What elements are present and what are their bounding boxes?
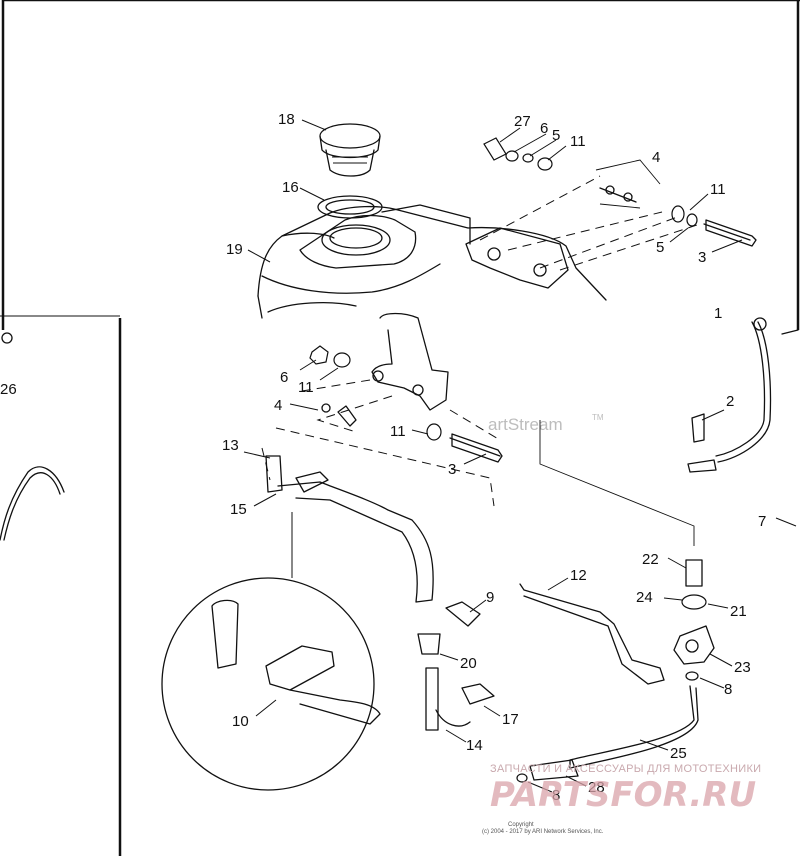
partial-cable-left — [0, 332, 65, 541]
svg-text:artStream: artStream — [488, 415, 563, 434]
fuel-lines — [417, 583, 699, 783]
callout-28: 28 — [588, 779, 605, 796]
callout-20: 20 — [460, 655, 477, 672]
callout-19: 19 — [226, 241, 243, 258]
callout-8-right: 8 — [724, 681, 732, 698]
shop-caption: ЗАПЧАСТИ И АКСЕССУАРЫ ДЛЯ МОТОТЕХНИКИ — [490, 763, 761, 775]
callout-10: 10 — [232, 713, 249, 730]
fuel-cap — [319, 123, 381, 177]
callout-1: 1 — [714, 305, 722, 322]
callout-9: 9 — [486, 589, 494, 606]
dashed-guides-middle — [261, 379, 695, 546]
svg-text:TM: TM — [592, 413, 604, 422]
detail-inset — [161, 512, 381, 791]
callout-22: 22 — [642, 551, 659, 568]
ground-strap — [687, 317, 799, 473]
callout-14: 14 — [466, 737, 483, 754]
mounting-hardware-lower — [309, 345, 503, 463]
callout-leaders — [243, 119, 797, 793]
tank-bracket-upper — [465, 227, 569, 289]
copyright-line: (c) 2004 - 2017 by ARI Network Services,… — [482, 829, 604, 835]
callout-24: 24 — [636, 589, 653, 606]
callout-7: 7 — [758, 513, 766, 530]
fuel-tank — [257, 204, 607, 319]
callout-26: 26 — [0, 381, 17, 398]
shop-watermark: ЗАПЧАСТИ И АКСЕССУАРЫ ДЛЯ МОТОТЕХНИКИ PA… — [490, 763, 761, 815]
callout-27: 27 — [514, 113, 531, 130]
fuel-valve — [673, 559, 715, 681]
callout-11-lower-left: 11 — [298, 379, 314, 396]
fuel-hose-assembly — [265, 455, 434, 603]
callout-5-upper: 5 — [552, 127, 560, 144]
callout-8-lower: 8 — [552, 787, 560, 804]
callout-labels: 18 16 19 27 6 5 11 4 11 5 3 1 26 6 11 4 … — [0, 111, 766, 804]
copyright-block: Copyright (c) 2004 - 2017 by ARI Network… — [482, 822, 604, 835]
callout-12: 12 — [570, 567, 587, 584]
callout-21: 21 — [730, 603, 747, 620]
fuel-cap-gasket — [317, 195, 383, 219]
callout-5-right: 5 — [656, 239, 664, 256]
copyright-title: Copyright — [508, 822, 534, 828]
artstream-watermark: artStream TM — [488, 413, 604, 434]
callout-6-lower: 6 — [280, 369, 288, 386]
tank-bracket-lower — [371, 312, 449, 411]
shop-logo: PARTSFOR.RU — [490, 775, 756, 815]
callout-25: 25 — [670, 745, 687, 762]
dashed-guides-upper — [479, 159, 701, 271]
callout-11-lower-right: 11 — [390, 423, 406, 440]
callout-11-upper-right: 11 — [710, 181, 726, 198]
callout-4-upper: 4 — [652, 149, 660, 166]
callout-18: 18 — [278, 111, 295, 128]
callout-16: 16 — [282, 179, 299, 196]
callout-23: 23 — [734, 659, 751, 676]
callout-4-lower: 4 — [274, 397, 282, 414]
callout-6-upper: 6 — [540, 120, 548, 137]
callout-3-lower: 3 — [448, 461, 456, 478]
callout-3-upper: 3 — [698, 249, 706, 266]
callout-13: 13 — [222, 437, 239, 454]
callout-17: 17 — [502, 711, 519, 728]
callout-15: 15 — [230, 501, 247, 518]
callout-2: 2 — [726, 393, 734, 410]
callout-11-upper-left: 11 — [570, 133, 586, 150]
